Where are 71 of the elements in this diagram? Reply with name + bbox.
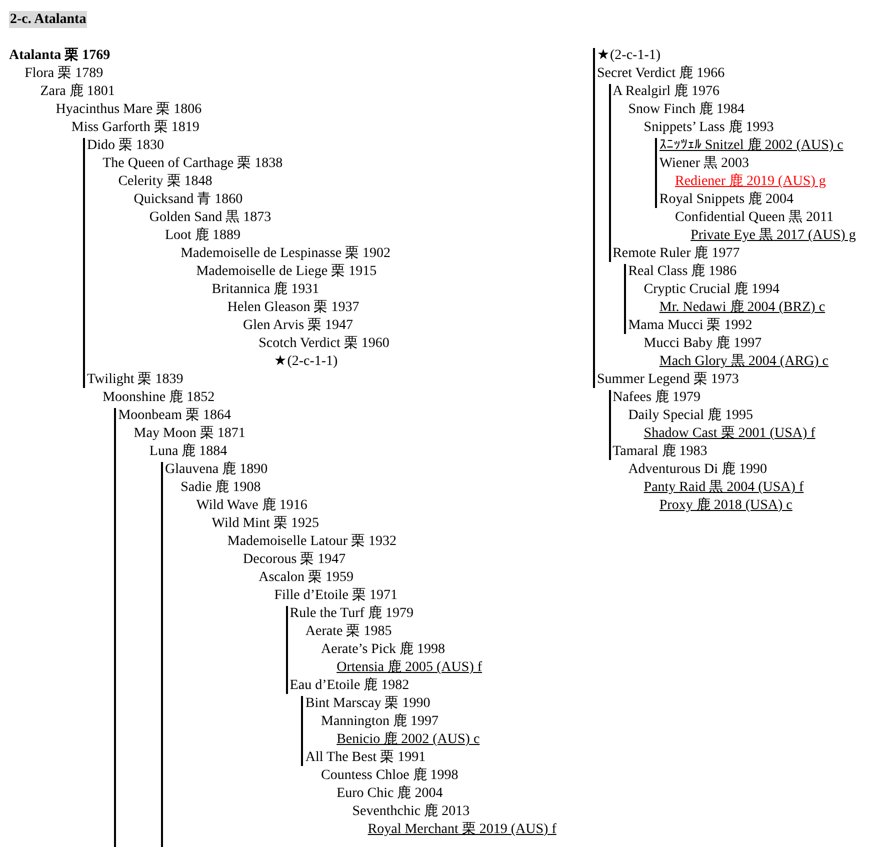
pedigree-entry: Mannington 鹿 1997	[321, 713, 438, 730]
pedigree-entry: Moonshine 鹿 1852	[102, 389, 215, 406]
pedigree-entry: Mademoiselle de Liege 栗 1915	[196, 263, 377, 280]
pedigree-entry: Eau d’Etoile 鹿 1982	[290, 677, 410, 694]
pedigree-entry: Celerity 栗 1848	[118, 173, 212, 190]
pedigree-entry: Miss Garforth 栗 1819	[71, 119, 200, 136]
pedigree-entry: Mucci Baby 鹿 1997	[644, 335, 762, 352]
pedigree-entry: May Moon 栗 1871	[134, 425, 246, 442]
pedigree-entry: Atalanta 栗 1769	[9, 47, 110, 64]
pedigree-entry: All The Best 栗 1991	[305, 749, 426, 766]
pedigree-entry: Scotch Verdict 栗 1960	[258, 335, 390, 352]
pedigree-entry: Rediener 鹿 2019 (AUS) g	[675, 173, 826, 190]
pedigree-entry: Remote Ruler 鹿 1977	[612, 245, 740, 262]
pedigree-entry: Wiener 黒 2003	[659, 155, 750, 172]
pedigree-entry: Royal Snippets 鹿 2004	[659, 191, 794, 208]
pedigree-entry: Snow Finch 鹿 1984	[628, 101, 744, 118]
pedigree-entry: The Queen of Carthage 栗 1838	[102, 155, 283, 172]
pedigree-entry: Rule the Turf 鹿 1979	[290, 605, 414, 622]
pedigree-entry: Snippets’ Lass 鹿 1993	[644, 119, 774, 136]
pedigree-entry: Britannica 鹿 1931	[212, 281, 320, 298]
pedigree-entry: Moonbeam 栗 1864	[118, 407, 231, 424]
pedigree-entry: Daily Special 鹿 1995	[628, 407, 753, 424]
pedigree-entry: ｽﾆｯﾂｪﾙ Snitzel 鹿 2002 (AUS) c	[659, 137, 844, 154]
pedigree-entry: Real Class 鹿 1986	[628, 263, 737, 280]
pedigree-entry: ★(2-c-1-1)	[597, 47, 661, 64]
pedigree-entry: Tamaral 鹿 1983	[612, 443, 708, 460]
pedigree-entry: Nafees 鹿 1979	[612, 389, 700, 406]
pedigree-entry: Glen Arvis 栗 1947	[243, 317, 354, 334]
pedigree-entry: Ortensia 鹿 2005 (AUS) f	[336, 659, 482, 676]
pedigree-entry: Euro Chic 鹿 2004	[336, 785, 443, 802]
pedigree-entry: Sadie 鹿 1908	[180, 479, 261, 496]
pedigree-entry: Shadow Cast 栗 2001 (USA) f	[644, 425, 816, 442]
pedigree-entry: Private Eye 黒 2017 (AUS) g	[690, 227, 856, 244]
pedigree-entry: Adventurous Di 鹿 1990	[628, 461, 768, 478]
pedigree-entry: Helen Gleason 栗 1937	[227, 299, 360, 316]
pedigree-entry: ★(2-c-1-1)	[274, 353, 338, 370]
pedigree-entry: Mr. Nedawi 鹿 2004 (BRZ) c	[659, 299, 826, 316]
pedigree-entry: Seventhchic 鹿 2013	[352, 803, 470, 820]
pedigree-entry: A Realgirl 鹿 1976	[612, 83, 720, 100]
pedigree-entry: Luna 鹿 1884	[149, 443, 228, 460]
pedigree-entry: Hyacinthus Mare 栗 1806	[56, 101, 202, 118]
pedigree-entry: Zara 鹿 1801	[40, 83, 115, 100]
pedigree-entry: Mama Mucci 栗 1992	[628, 317, 752, 334]
pedigree-entry: Quicksand 青 1860	[134, 191, 243, 208]
pedigree-entry: Panty Raid 黒 2004 (USA) f	[644, 479, 804, 496]
pedigree-entry: Wild Mint 栗 1925	[212, 515, 319, 532]
pedigree-entry: Royal Merchant 栗 2019 (AUS) f	[368, 821, 556, 838]
pedigree-entry: Aerate’s Pick 鹿 1998	[321, 641, 446, 658]
pedigree-entry: Mach Glory 黒 2004 (ARG) c	[659, 353, 829, 370]
pedigree-entry: Mademoiselle de Lespinasse 栗 1902	[180, 245, 391, 262]
pedigree-entry: Glauvena 鹿 1890	[165, 461, 268, 478]
pedigree-entry: Secret Verdict 鹿 1966	[597, 65, 725, 82]
pedigree-entry: Proxy 鹿 2018 (USA) c	[659, 497, 792, 514]
section-title: 2-c. Atalanta	[9, 11, 88, 28]
pedigree-entry: Ascalon 栗 1959	[258, 569, 354, 586]
pedigree-entry: Countess Chloe 鹿 1998	[321, 767, 458, 784]
pedigree-entry: Golden Sand 黒 1873	[149, 209, 272, 226]
pedigree-entry: Twilight 栗 1839	[87, 371, 184, 388]
pedigree-entry: Flora 栗 1789	[24, 65, 104, 82]
pedigree-entry: Aerate 栗 1985	[305, 623, 392, 640]
pedigree-entry: Wild Wave 鹿 1916	[196, 497, 308, 514]
pedigree-entry: Benicio 鹿 2002 (AUS) c	[336, 731, 480, 748]
pedigree-entry: Dido 栗 1830	[87, 137, 164, 154]
pedigree-entry: Fille d’Etoile 栗 1971	[274, 587, 398, 604]
pedigree-entry: Bint Marscay 栗 1990	[305, 695, 430, 712]
pedigree-entry: Decorous 栗 1947	[243, 551, 346, 568]
pedigree-entry: Summer Legend 栗 1973	[597, 371, 739, 388]
pedigree-entry: Confidential Queen 黒 2011	[675, 209, 834, 226]
pedigree-entry: Mademoiselle Latour 栗 1932	[227, 533, 397, 550]
pedigree-entry: Loot 鹿 1889	[165, 227, 240, 244]
pedigree-entry: Cryptic Crucial 鹿 1994	[644, 281, 780, 298]
